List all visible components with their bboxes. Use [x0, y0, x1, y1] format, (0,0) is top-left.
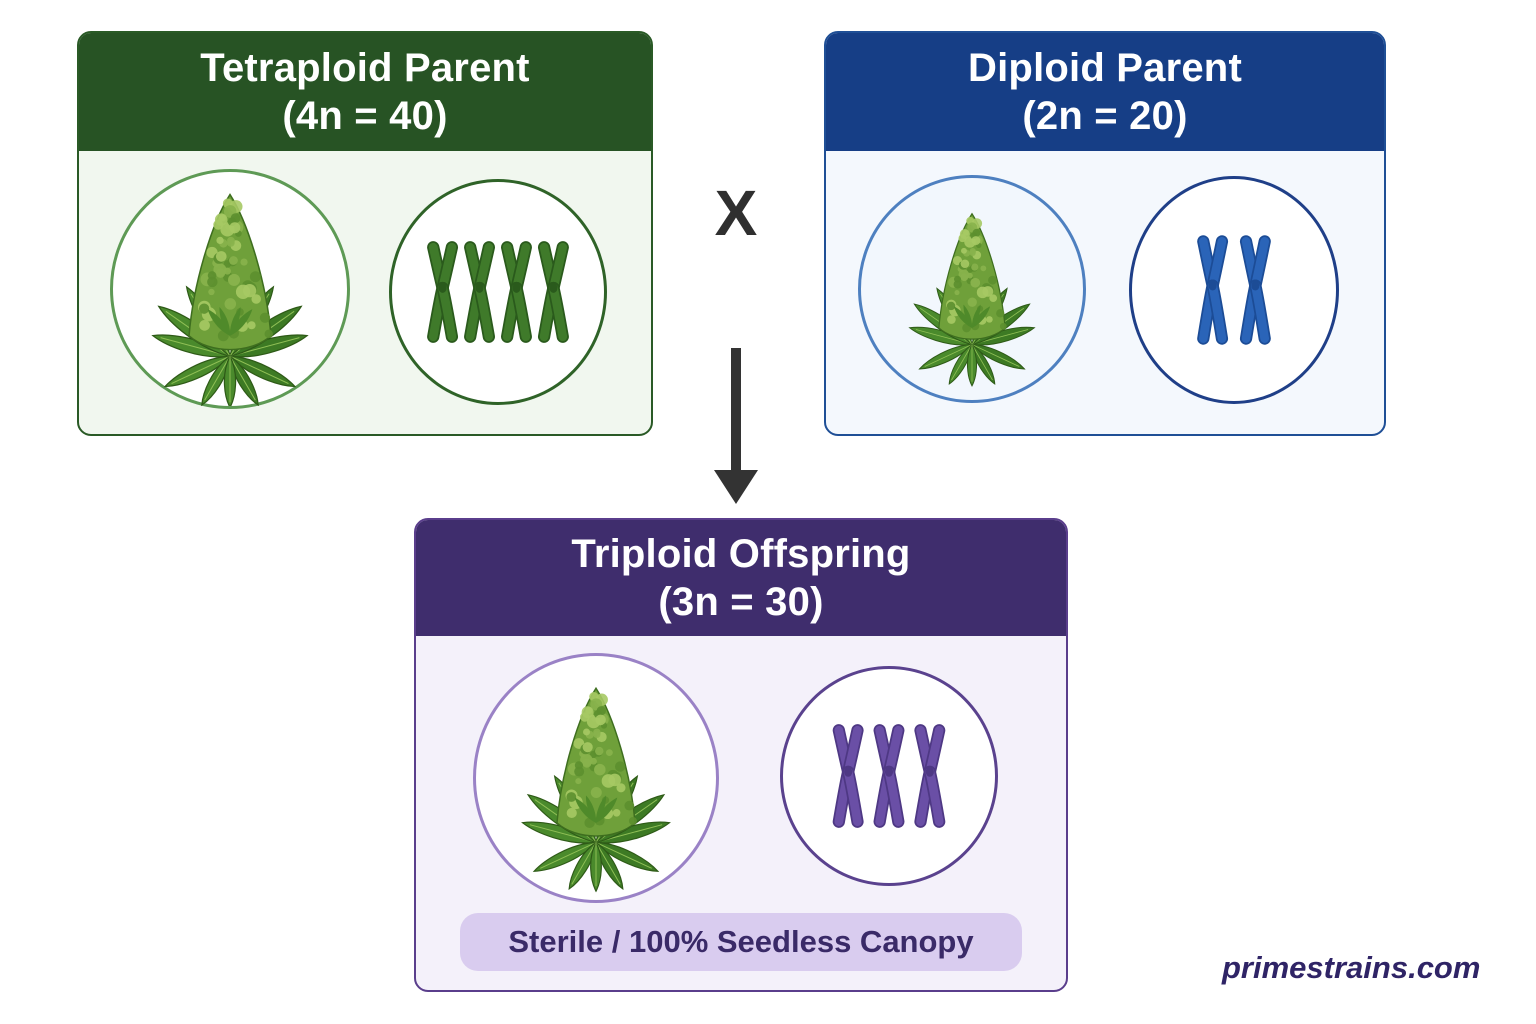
chromosome-2	[1239, 235, 1271, 345]
cannabis-plant-icon	[151, 193, 309, 406]
chromosome-icon	[1197, 235, 1271, 345]
cross-symbol: X	[714, 177, 758, 249]
result-badge: Sterile / 100% Seedless Canopy	[460, 913, 1022, 971]
triploid-title: Triploid Offspring	[571, 532, 911, 576]
chromosome-icon	[832, 724, 946, 828]
diploid-parent-card: Diploid Parent (2n = 20)	[824, 31, 1386, 436]
chromosome-1	[1197, 235, 1229, 345]
cannabis-plant-icon	[521, 686, 671, 893]
triploid-header: Triploid Offspring (3n = 30)	[416, 520, 1066, 636]
triploid-chromosome-circle	[780, 666, 998, 886]
cannabis-plant-icon	[908, 212, 1036, 387]
chromosome-4	[537, 241, 569, 343]
watermark: primestrains.com	[1222, 950, 1481, 985]
diploid-header: Diploid Parent (2n = 20)	[826, 33, 1384, 151]
chromosome-1	[427, 241, 459, 343]
chromosome-3	[914, 724, 946, 828]
triploid-plant-circle	[473, 653, 719, 903]
diploid-chromosome-circle	[1129, 176, 1339, 404]
diploid-plant-circle	[858, 175, 1086, 403]
arrow-down-icon	[714, 348, 758, 504]
tetraploid-header: Tetraploid Parent (4n = 40)	[79, 33, 651, 151]
chromosome-3	[501, 241, 532, 343]
triploid-offspring-card: Triploid Offspring (3n = 30) Sterile / 1…	[414, 518, 1068, 992]
tetraploid-chromosome-circle	[389, 179, 607, 405]
triploid-formula: (3n = 30)	[658, 580, 824, 624]
diploid-formula: (2n = 20)	[1022, 94, 1188, 138]
tetraploid-formula: (4n = 40)	[282, 94, 448, 138]
tetraploid-plant-circle	[110, 169, 350, 409]
diploid-title: Diploid Parent	[968, 46, 1242, 90]
chromosome-2	[873, 724, 905, 828]
chromosome-2	[464, 241, 495, 343]
chromosome-1	[832, 724, 864, 828]
tetraploid-parent-card: Tetraploid Parent (4n = 40)	[77, 31, 653, 436]
tetraploid-title: Tetraploid Parent	[200, 46, 530, 90]
chromosome-icon	[427, 241, 569, 343]
